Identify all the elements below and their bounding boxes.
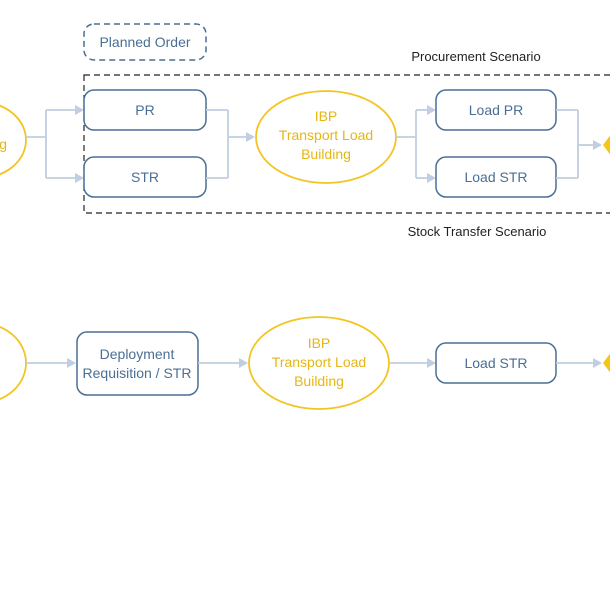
pr-box: PR: [83, 89, 207, 131]
stock-transfer-scenario-label: Stock Transfer Scenario: [408, 224, 547, 239]
procurement-scenario-label: Procurement Scenario: [411, 49, 540, 64]
load-str-bottom-box: Load STR: [435, 342, 557, 384]
top-diamond: [603, 135, 610, 155]
top-merge-connector: [206, 109, 255, 179]
planned-order-legend: Planned Order: [83, 23, 207, 61]
bottom-connector-2: [198, 358, 248, 368]
load-str-top-label: Load STR: [464, 169, 527, 185]
top-left-oval: g: [0, 104, 27, 176]
scenario-frame: [83, 74, 610, 214]
ibp-top-line3: Building: [301, 146, 351, 162]
load-str-bottom-label: Load STR: [464, 355, 527, 371]
planned-order-label: Planned Order: [99, 34, 190, 50]
load-pr-label: Load PR: [469, 102, 523, 118]
ibp-top-line1: IBP: [315, 108, 338, 124]
ibp-bottom-oval: IBP Transport Load Building: [248, 316, 390, 410]
deployment-line2: Requisition / STR: [83, 365, 192, 381]
ibp-top-oval: IBP Transport Load Building: [255, 90, 397, 184]
str-box: STR: [83, 156, 207, 198]
load-pr-box: Load PR: [435, 89, 557, 131]
ibp-bottom-line2: Transport Load: [272, 354, 366, 370]
load-str-top-box: Load STR: [435, 156, 557, 198]
bottom-left-oval: [0, 326, 27, 400]
bottom-connector-3: [389, 358, 436, 368]
deployment-box: Deployment Requisition / STR: [76, 331, 199, 396]
bottom-connector-1: [26, 358, 76, 368]
ibp-bottom-line3: Building: [294, 373, 344, 389]
pr-label: PR: [135, 102, 154, 118]
deployment-line1: Deployment: [100, 346, 175, 362]
top-split-connector: [26, 105, 84, 183]
bottom-connector-4: [556, 358, 602, 368]
str-label: STR: [131, 169, 159, 185]
ibp-bottom-line1: IBP: [308, 335, 331, 351]
top-diamond-connector: [556, 109, 602, 179]
top-load-split-connector: [396, 105, 436, 183]
top-left-oval-label: g: [0, 136, 7, 152]
bottom-diamond: [603, 353, 610, 373]
ibp-top-line2: Transport Load: [279, 127, 373, 143]
